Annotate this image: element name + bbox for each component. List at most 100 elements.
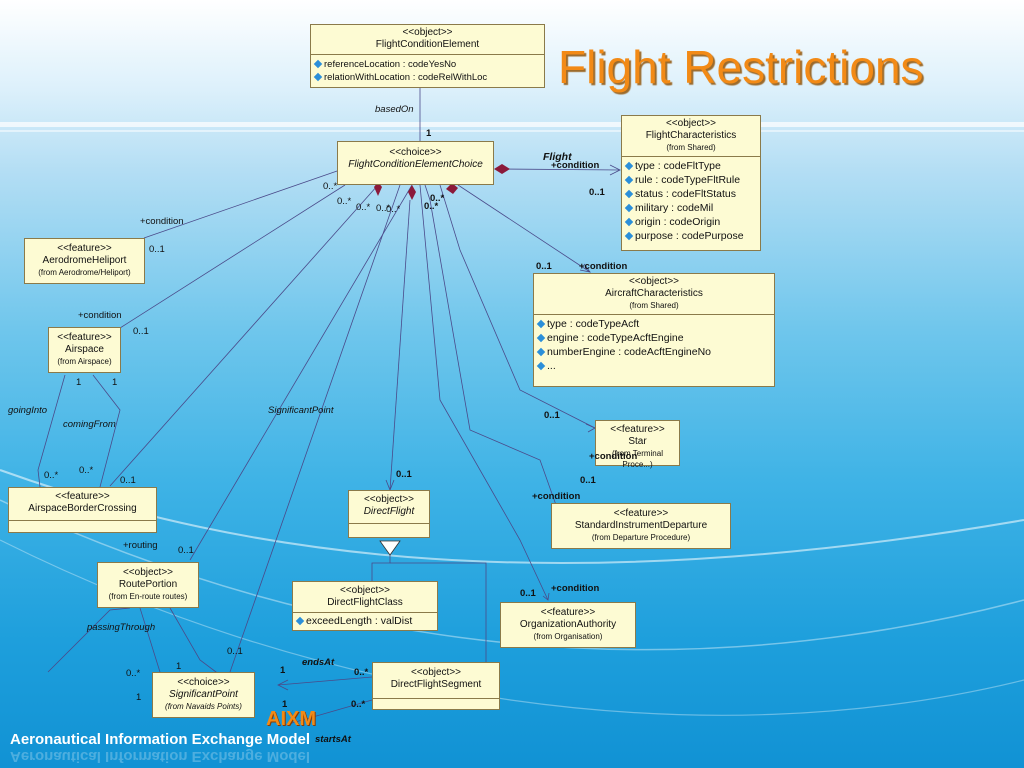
stereotype: <<choice>>	[389, 147, 442, 158]
stereotype: <<object>>	[665, 118, 717, 129]
package-origin: (from Shared)	[629, 301, 679, 310]
direct-flight-class-box: <<object>> DirectFlightClass exceedLengt…	[292, 581, 438, 631]
organization-authority-box: <<feature>> OrganizationAuthority (from …	[500, 602, 636, 648]
multiplicity-label: 0..1	[544, 410, 560, 421]
attribute: status : codeFltStatus	[635, 188, 736, 200]
airspace-border-crossing-box: <<feature>> AirspaceBorderCrossing	[8, 487, 157, 533]
multiplicity-label: 1	[282, 699, 288, 710]
multiplicity-label: 0..*	[337, 196, 352, 207]
stereotype: <<object>>	[339, 585, 391, 596]
route-portion-box: <<object>> RoutePortion (from En-route r…	[97, 562, 199, 608]
multiplicity-label: 0..*	[356, 202, 371, 213]
multiplicity-label: 0..*	[354, 667, 369, 678]
attribute-icon	[536, 319, 546, 329]
role-label: goingInto	[8, 405, 48, 416]
multiplicity-label: 0..*	[126, 668, 141, 679]
attribute: exceedLength : valDist	[306, 615, 413, 627]
package-origin: (from Shared)	[666, 143, 716, 152]
footer-reflection: Aeronautical Information Exchange Model	[10, 748, 311, 765]
attribute-icon	[536, 333, 546, 343]
airspace-box: <<feature>> Airspace (from Airspace)	[48, 327, 121, 373]
role-label: +condition	[140, 216, 184, 227]
class-name: FlightConditionElement	[375, 39, 480, 50]
multiplicity-label: 0..*	[424, 201, 439, 212]
attribute: relationWithLocation : codeRelWithLoc	[324, 72, 488, 83]
attribute-icon	[624, 189, 634, 199]
role-label: +condition	[579, 261, 628, 272]
attribute-icon	[624, 203, 634, 213]
multiplicity-label: 0..1	[178, 545, 194, 556]
attribute-icon	[536, 347, 546, 357]
stereotype: <<object>>	[410, 667, 462, 678]
stereotype: <<feature>>	[55, 491, 110, 502]
role-label: basedOn	[375, 104, 414, 115]
flight-condition-element-box: <<object>> FlightConditionElement refere…	[310, 24, 545, 88]
package-origin: (from Terminal Proce...)	[612, 449, 663, 469]
attribute: purpose : codePurpose	[635, 230, 744, 242]
class-name: DirectFlight	[363, 506, 415, 517]
stereotype: <<feature>>	[613, 508, 669, 519]
attribute-icon	[624, 231, 634, 241]
role-label: SignificantPoint	[268, 405, 334, 416]
role-label: comingFrom	[63, 419, 116, 430]
attribute-icon	[313, 73, 323, 82]
package-origin: (from Departure Procedure)	[591, 533, 691, 542]
package-origin: (from Airspace)	[57, 357, 112, 366]
stereotype: <<feature>>	[57, 332, 112, 343]
multiplicity-label: 0..*	[386, 204, 401, 215]
generalization-arrow	[379, 540, 401, 556]
role-label: startsAt	[315, 734, 351, 745]
class-name: AerodromeHeliport	[42, 255, 127, 266]
class-name: FlightCharacteristics	[645, 130, 737, 141]
multiplicity-label: 1	[136, 692, 142, 703]
role-label: Flight	[543, 151, 572, 163]
multiplicity-label: 0..1	[396, 469, 412, 480]
role-label: +condition	[551, 160, 600, 171]
role-label: endsAt	[302, 657, 335, 668]
significant-point-box: <<choice>> SignificantPoint (from Navaid…	[152, 672, 255, 718]
multiplicity-label: 0..1	[149, 244, 165, 255]
multiplicity-label: 1	[76, 377, 82, 388]
class-name: DirectFlightClass	[327, 597, 403, 608]
aircraft-characteristics-box: <<object>> AircraftCharacteristics (from…	[533, 273, 775, 387]
attribute: engine : codeTypeAcftEngine	[547, 332, 684, 344]
stereotype: <<object>>	[402, 27, 453, 38]
flight-characteristics-box: <<object>> FlightCharacteristics (from S…	[621, 115, 761, 251]
attribute: type : codeTypeAcft	[547, 318, 640, 330]
attribute: numberEngine : codeAcftEngineNo	[547, 346, 712, 358]
multiplicity-label: 1	[112, 377, 118, 388]
role-label: +routing	[123, 540, 158, 551]
stereotype: <<object>>	[628, 276, 680, 287]
attribute: rule : codeTypeFltRule	[635, 174, 741, 186]
stereotype: <<object>>	[122, 567, 174, 578]
role-label: +condition	[532, 491, 581, 502]
multiplicity-label: 0..*	[351, 699, 366, 710]
footer-text: Aeronautical Information Exchange Model	[10, 731, 311, 748]
multiplicity-label: 0..1	[227, 646, 243, 657]
attribute: origin : codeOrigin	[635, 216, 721, 228]
multiplicity-label: 0..1	[520, 588, 536, 599]
package-origin: (from Organisation)	[533, 632, 603, 641]
class-name: Star	[628, 436, 647, 447]
class-name: SignificantPoint	[169, 689, 238, 700]
class-name: RoutePortion	[118, 579, 178, 590]
attribute-icon	[624, 161, 634, 171]
attribute: ...	[547, 360, 556, 372]
package-origin: (from En-route routes)	[108, 592, 188, 601]
role-label: passingThrough	[87, 622, 156, 633]
multiplicity-label: 0..*	[376, 203, 391, 214]
attribute: military : codeMil	[635, 202, 714, 214]
stereotype: <<object>>	[363, 494, 415, 505]
attribute-icon	[624, 175, 634, 185]
multiplicity-label: 1	[176, 661, 182, 672]
multiplicity-label: 0..*	[323, 181, 338, 192]
class-name: DirectFlightSegment	[390, 679, 482, 690]
multiplicity-label: 1	[426, 128, 432, 139]
class-name: AircraftCharacteristics	[605, 288, 703, 299]
role-label: +condition	[589, 451, 638, 462]
slide-title: Flight Restrictions	[558, 41, 924, 93]
multiplicity-label: 0..*	[430, 193, 445, 204]
multiplicity-label: 0..*	[79, 465, 94, 476]
